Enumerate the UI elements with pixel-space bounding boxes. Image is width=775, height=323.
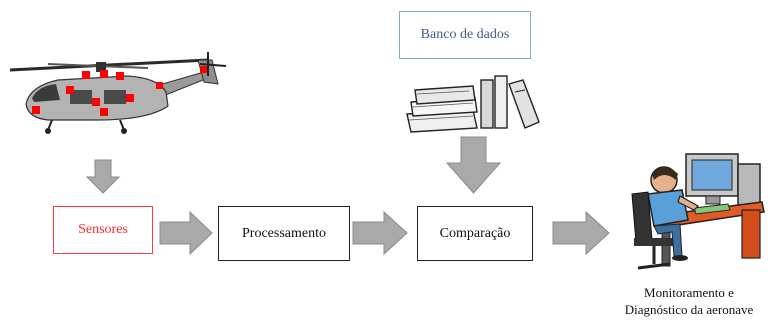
helicopter-icon: [9, 52, 227, 134]
books-icon: [406, 75, 540, 133]
banco-de-dados-box: Banco de dados: [399, 11, 531, 59]
comparacao-box: Comparação: [417, 206, 533, 261]
arrow-helicopter-to-sensores: [85, 159, 121, 194]
arrow-sensores-to-processamento: [159, 210, 213, 256]
arrow-banco-to-comparacao: [445, 136, 502, 194]
arrow-processamento-to-comparacao: [352, 210, 408, 256]
processamento-box: Processamento: [218, 206, 350, 261]
operator-at-computer-icon: [631, 153, 765, 270]
monitoramento-line-1: Monitoramento e: [644, 285, 734, 300]
arrow-comparacao-to-monitor: [552, 210, 610, 256]
sensores-box: Sensores: [53, 206, 153, 254]
monitoramento-line-2: Diagnóstico da aeronave: [624, 302, 754, 317]
processamento-label: Processamento: [242, 225, 326, 241]
sensores-label: Sensores: [78, 222, 128, 237]
comparacao-label: Comparação: [439, 225, 511, 241]
banco-de-dados-label: Banco de dados: [420, 27, 510, 42]
monitoramento-caption: Monitoramento e Diagnóstico da aeronave: [606, 284, 772, 318]
